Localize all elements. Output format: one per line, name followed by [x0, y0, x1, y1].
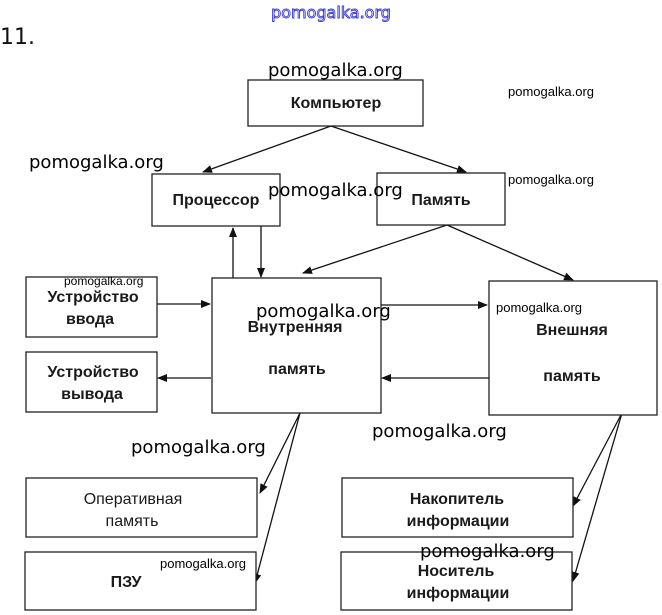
node-internal-memory: Внутренняя память — [211, 277, 382, 414]
node-label: Компьютер — [291, 95, 382, 112]
node-external-memory: Внешняя память — [488, 280, 658, 416]
node-label: информации — [407, 585, 510, 602]
watermark: pomogalka.org — [64, 274, 143, 288]
watermarks: pomogalka.org pomogalka.org pomogalka.or… — [29, 60, 594, 571]
edge-internal-ram — [259, 412, 301, 494]
node-processor: Процессор — [151, 173, 281, 227]
node-storage: Накопитель информации — [341, 477, 574, 538]
node-label: ввода — [66, 311, 114, 328]
watermark: pomogalka.org — [131, 437, 266, 458]
node-label: вывода — [61, 386, 123, 403]
node-computer: Компьютер — [247, 79, 424, 127]
edge-external-storage — [572, 412, 623, 507]
watermark: pomogalka.org — [268, 180, 403, 201]
edge-external-medium — [571, 412, 623, 582]
node-medium: Носитель информации — [340, 551, 573, 611]
node-label: память — [543, 368, 601, 385]
node-input-device: Устройство ввода — [25, 276, 158, 338]
node-label: Носитель — [418, 563, 495, 580]
edge-computer-processor — [202, 125, 332, 173]
node-label: Устройство — [47, 289, 138, 306]
watermark: pomogalka.org — [508, 84, 594, 99]
watermark: pomogalka.org — [508, 172, 594, 187]
watermark: pomogalka.org — [420, 541, 555, 562]
edge-internal-rom — [253, 412, 301, 584]
node-ram: Оперативная память — [25, 477, 258, 538]
watermark: pomogalka.org — [160, 556, 246, 571]
node-label: Оперативная — [84, 491, 183, 508]
task-number: 11. — [0, 25, 35, 50]
watermark: pomogalka.org — [268, 60, 403, 81]
node-output-device: Устройство вывода — [25, 351, 158, 413]
watermark: pomogalka.org — [29, 152, 164, 173]
node-rom: ПЗУ — [24, 551, 257, 611]
node-label: Устройство — [47, 364, 138, 381]
watermark: pomogalka.org — [256, 301, 391, 322]
node-label: Внутренняя — [248, 319, 343, 336]
node-label: память — [106, 513, 159, 530]
node-label: информации — [407, 513, 510, 530]
watermark: pomogalka.org — [496, 300, 582, 315]
edge-memory-external — [446, 224, 574, 281]
node-label: Внешняя — [536, 322, 608, 339]
edge-memory-internal — [302, 224, 448, 274]
node-label: Накопитель — [410, 491, 504, 508]
edge-computer-memory — [330, 125, 467, 173]
node-label: Процессор — [173, 192, 260, 209]
site-watermark: pomogalka.org — [271, 3, 391, 22]
node-memory: Память — [376, 172, 506, 226]
edges — [157, 125, 623, 584]
node-label: Память — [411, 192, 470, 209]
node-label: память — [268, 361, 326, 378]
node-label: ПЗУ — [111, 574, 143, 591]
watermark: pomogalka.org — [372, 421, 507, 442]
